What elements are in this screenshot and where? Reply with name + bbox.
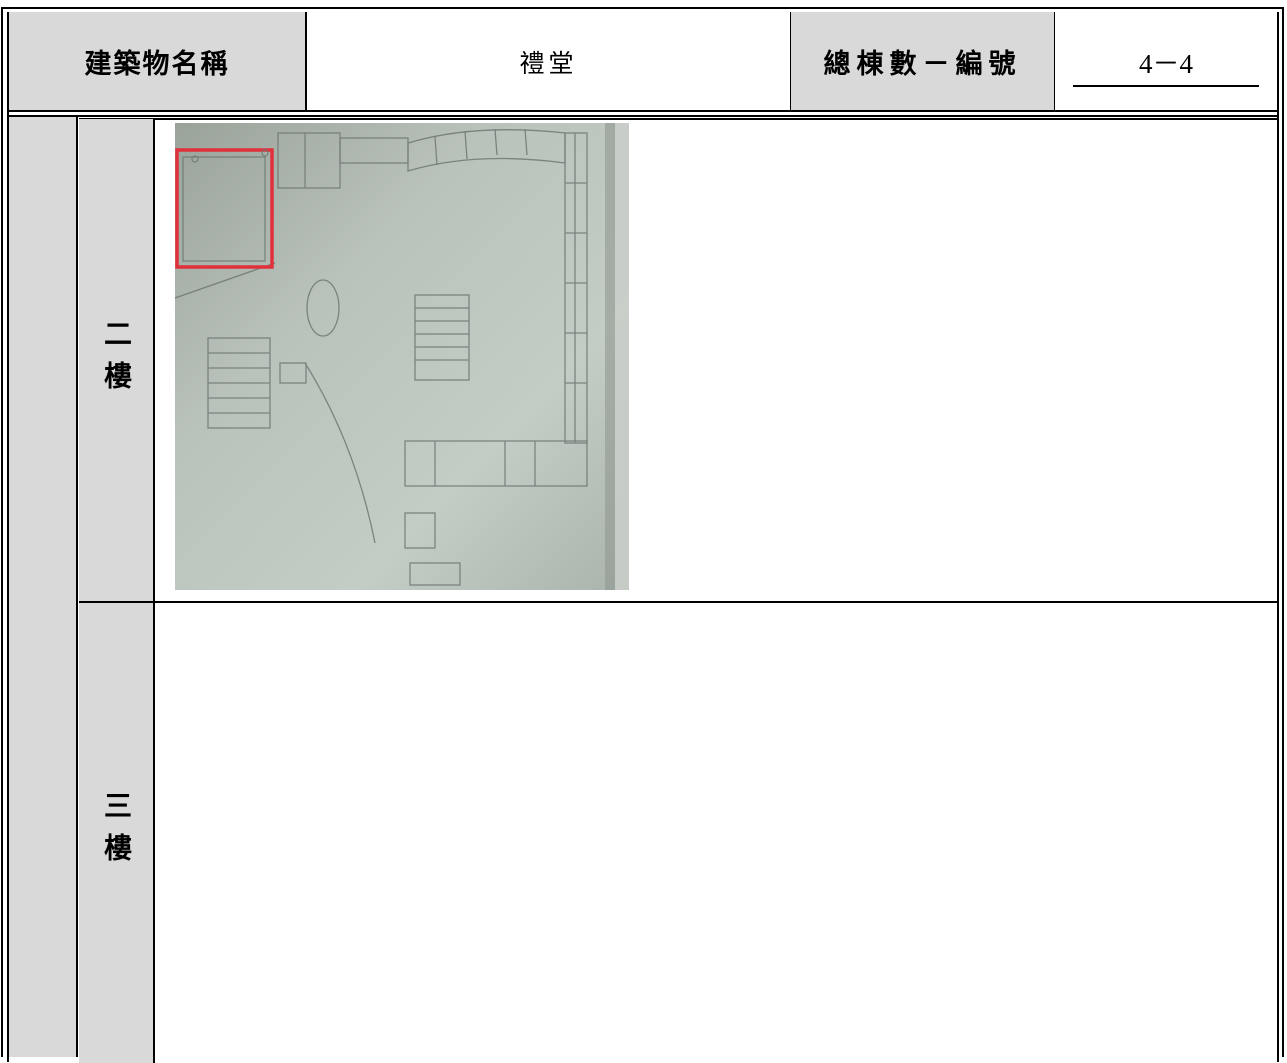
highlight-box xyxy=(175,148,274,269)
total-buildings-label: 總棟數－編號 xyxy=(791,12,1055,111)
total-buildings-value: 4－4 xyxy=(1055,12,1277,111)
header-divider-line xyxy=(7,110,1279,112)
side-strip xyxy=(9,117,78,1057)
total-buildings-value-text: 4－4 xyxy=(1073,42,1259,87)
floor-plan-photo xyxy=(175,123,629,590)
building-name-label: 建築物名稱 xyxy=(9,12,307,111)
floor-label-3f-text: 三樓 xyxy=(100,791,133,875)
row-divider xyxy=(79,601,1277,603)
header-divider-line-2 xyxy=(7,115,1279,117)
body-top-line xyxy=(79,118,1277,120)
building-name-value: 禮堂 xyxy=(307,12,791,111)
floor-label-3f: 三樓 xyxy=(79,603,155,1063)
building-name-value-text: 禮堂 xyxy=(519,48,578,78)
total-buildings-label-text: 總棟數－編號 xyxy=(823,49,1022,80)
outer-frame xyxy=(1,7,1284,1057)
floor-label-2f-text: 二樓 xyxy=(100,318,133,403)
building-name-label-text: 建築物名稱 xyxy=(84,49,230,80)
floor-label-2f: 二樓 xyxy=(79,119,155,602)
